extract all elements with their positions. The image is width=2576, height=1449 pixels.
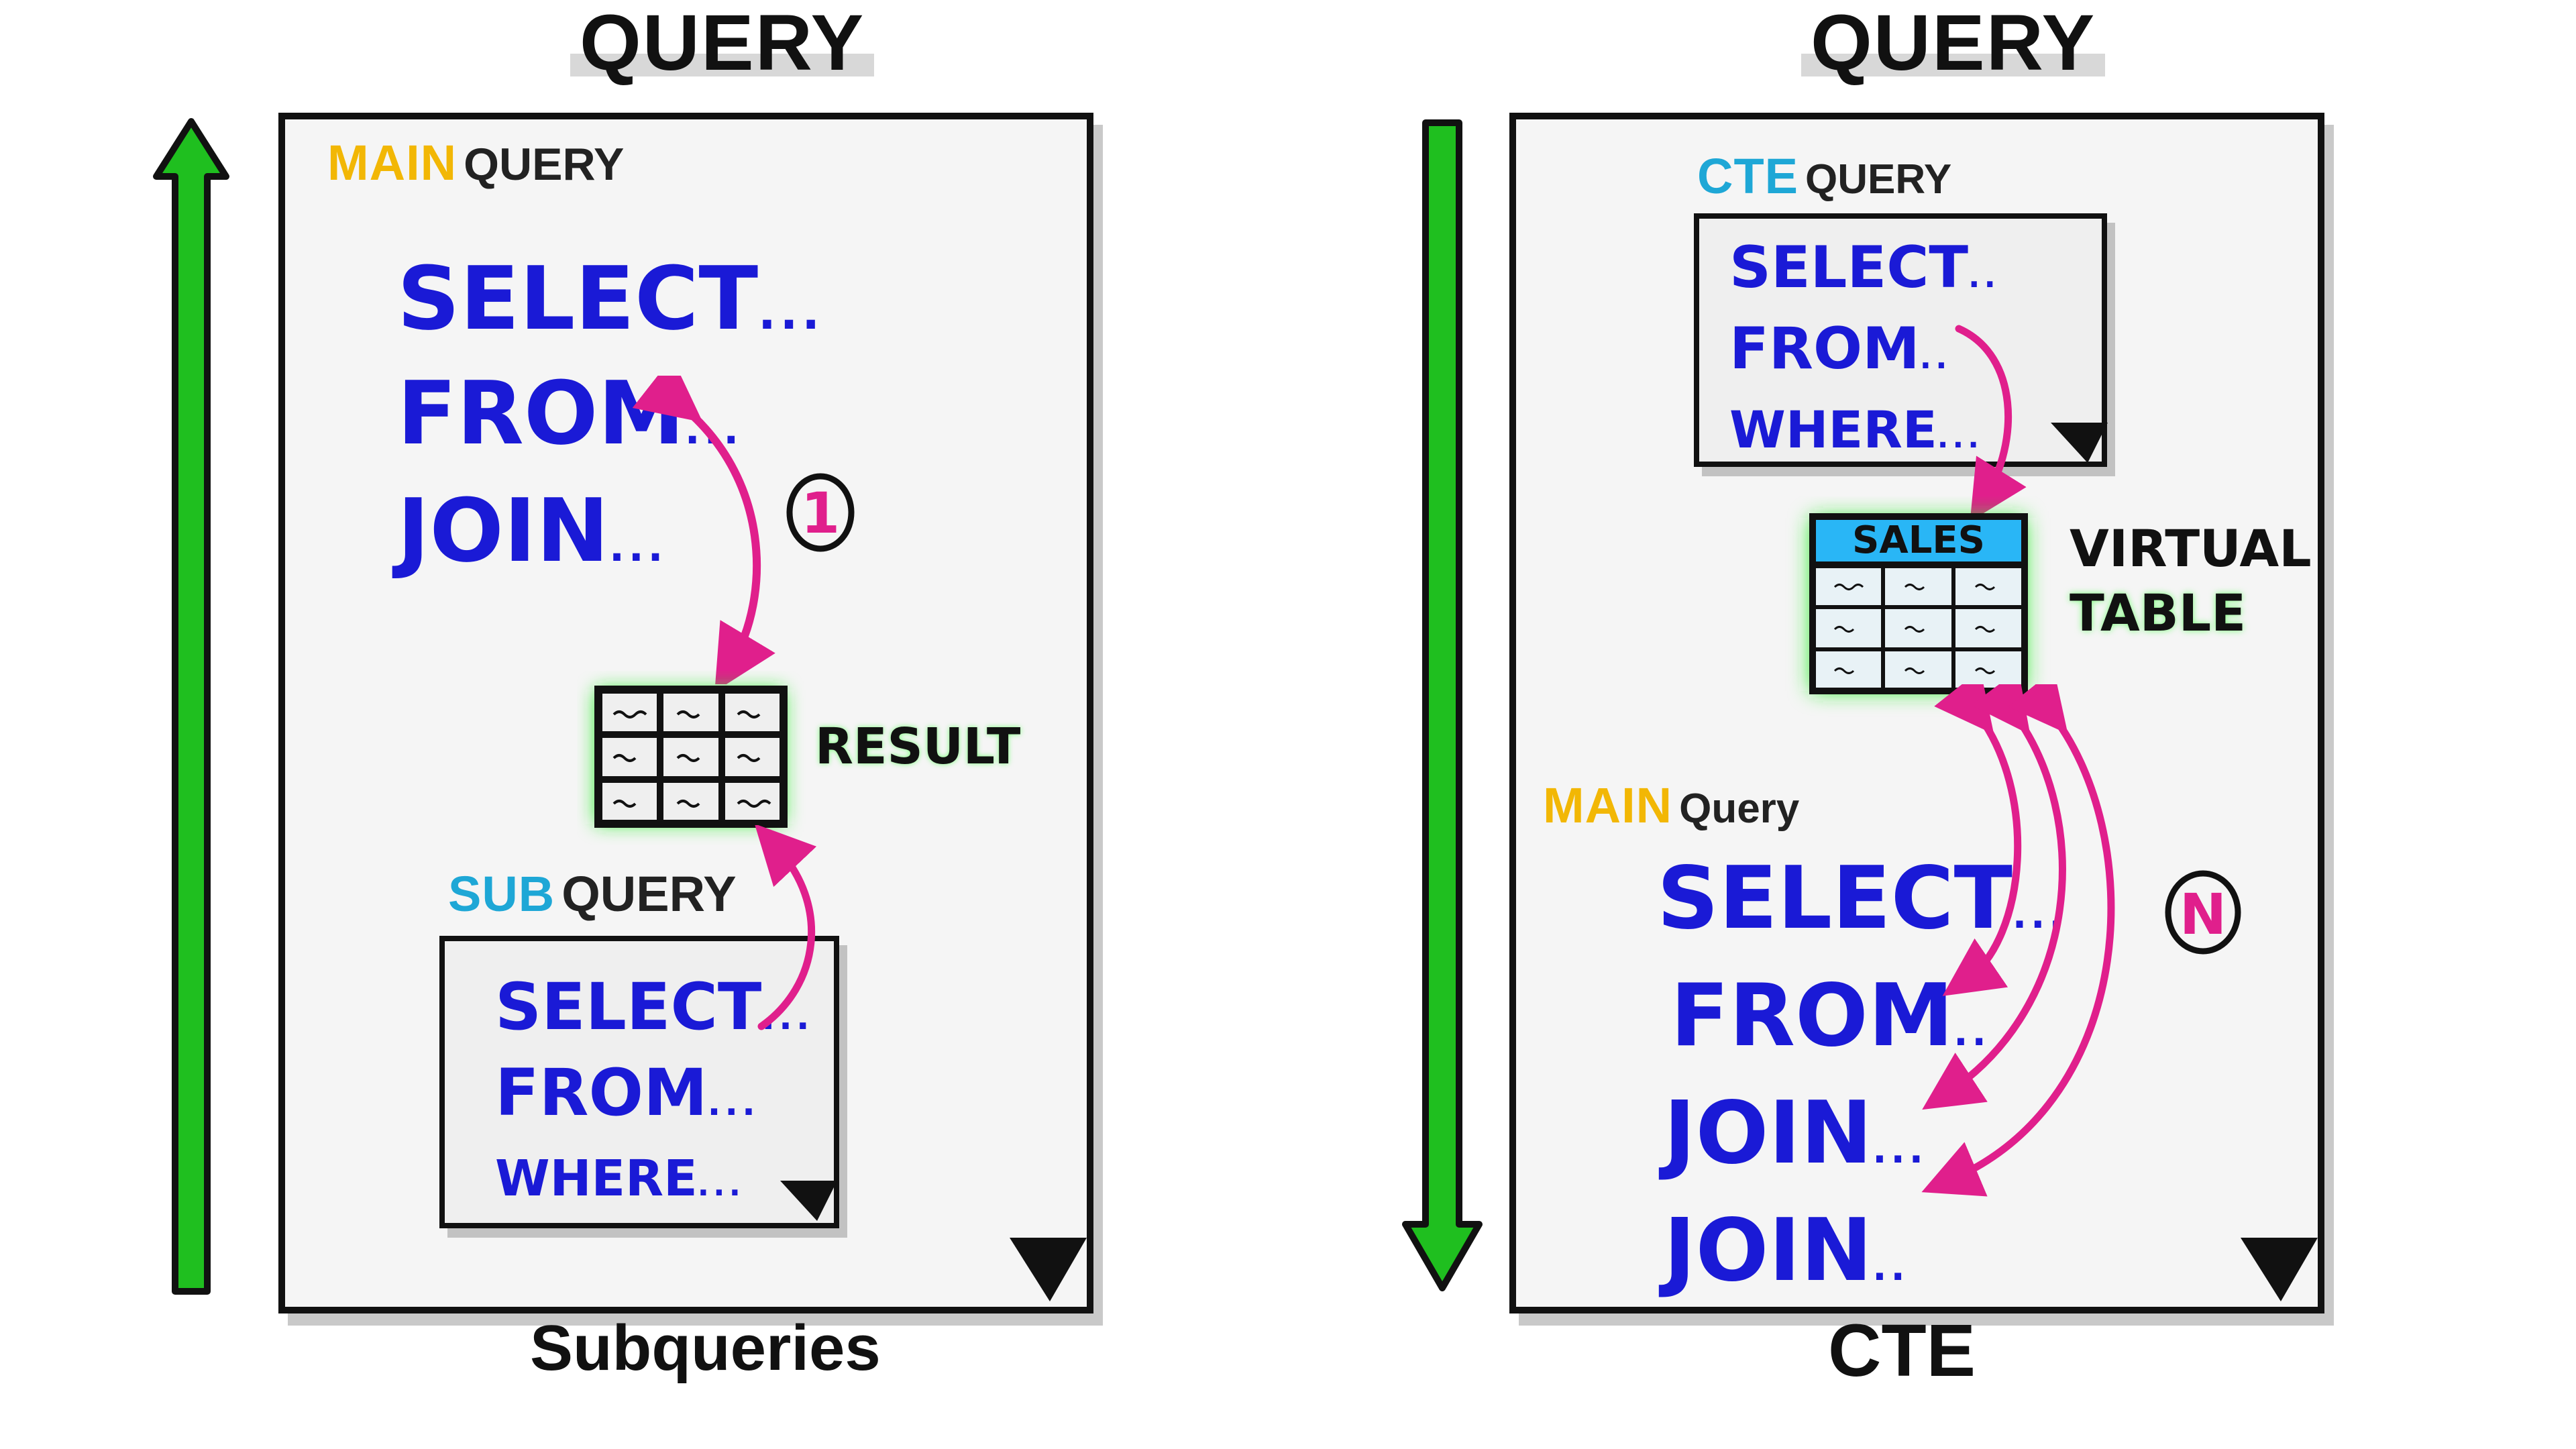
- right-title: QUERY: [1801, 0, 2106, 89]
- virtual-table-label: VIRTUAL TABLE: [2070, 517, 2312, 645]
- main-word: Query: [1679, 786, 1800, 832]
- left-title: QUERY: [570, 0, 875, 89]
- code-line: WHERE...: [495, 1150, 745, 1208]
- sub-word: QUERY: [561, 866, 737, 922]
- code-line: JOIN...: [1664, 1083, 1928, 1183]
- cte-word: QUERY: [1805, 156, 1952, 203]
- result-table-icon: [594, 686, 788, 828]
- code-line: WHERE...: [1729, 400, 1983, 460]
- cte-code: SELECT.. FROM.. WHERE...: [1729, 231, 2000, 474]
- left-caption: Subqueries: [530, 1312, 881, 1384]
- code-line: FROM..: [1670, 966, 1990, 1066]
- table-to-main-arrows: [1921, 684, 2115, 1197]
- left-top-curve-arrow: [632, 376, 775, 684]
- main-accent: MAIN: [327, 135, 458, 191]
- subquery-card: [439, 936, 839, 1228]
- code-line: FROM..: [1729, 315, 1951, 382]
- code-line: SELECT...: [397, 248, 824, 350]
- marker-circle: N: [2165, 870, 2241, 955]
- page-curl-icon: [1010, 1238, 1087, 1301]
- sub-accent: SUB: [448, 866, 555, 922]
- svg-text:1: 1: [801, 480, 840, 546]
- main-word: QUERY: [464, 139, 625, 190]
- svg-text:N: N: [2180, 881, 2226, 947]
- cte-accent: CTE: [1697, 148, 1799, 204]
- virtual-label-line: VIRTUAL: [2070, 519, 2312, 578]
- sales-table-icon: SALES: [1809, 513, 2028, 694]
- code-line: FROM...: [495, 1055, 759, 1130]
- cte-card: [1694, 213, 2107, 467]
- right-caption: CTE: [1828, 1309, 1976, 1392]
- table-label-line: TABLE: [2070, 583, 2247, 643]
- cte-to-table-arrow: [1955, 325, 2027, 517]
- marker-circle: 1: [786, 473, 855, 552]
- page-curl-icon: [2241, 1238, 2318, 1301]
- subquery-to-result-arrow: [754, 825, 817, 1030]
- up-arrow-icon: [153, 118, 229, 1295]
- sales-header: SALES: [1852, 519, 1985, 562]
- page-curl-icon: [2051, 423, 2108, 463]
- code-line: SELECT..: [1729, 234, 2000, 301]
- result-label: RESULT: [815, 718, 1021, 775]
- page-curl-icon: [780, 1181, 837, 1221]
- down-arrow-icon: [1402, 119, 1483, 1291]
- code-line: JOIN..: [1664, 1201, 1909, 1301]
- main-accent: MAIN: [1543, 777, 1673, 833]
